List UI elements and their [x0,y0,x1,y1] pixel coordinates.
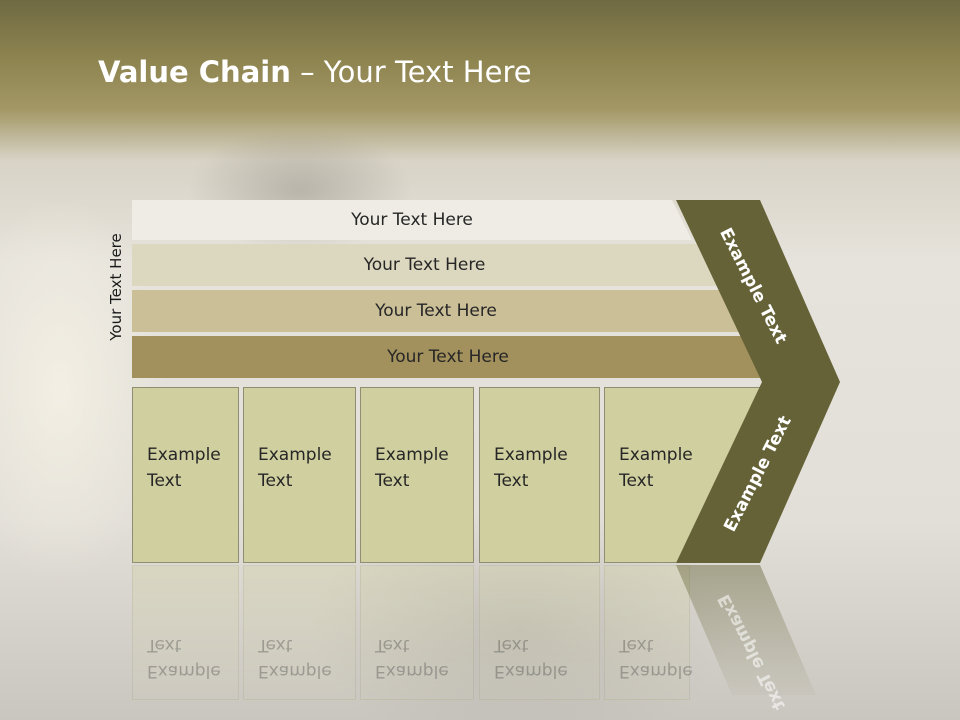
box-4-reflection-line1: Example [494,661,568,681]
box-3-reflection: Text Example [360,565,474,700]
box-3-reflection-line2: Text [375,635,410,655]
box-1-line2: Text [147,471,182,491]
box-3-reflection-line1: Example [375,661,449,681]
box-3: Example Text [360,387,474,563]
box-2-line1: Example [258,445,332,465]
box-2-line2: Text [258,471,293,491]
box-5-line1: Example [619,445,693,465]
band-2: Your Text Here [132,244,717,286]
slide-title: Value Chain – Your Text Here [98,55,532,89]
box-5-reflection-line1: Example [619,661,693,681]
box-2-reflection: Text Example [243,565,356,700]
box-4-reflection-line2: Text [494,635,529,655]
box-4-reflection: Text Example [479,565,600,700]
title-bold: Value Chain [98,55,291,89]
box-1-reflection-line1: Example [147,661,221,681]
reflection: Text Example Text Example Text Example T… [0,565,960,720]
box-3-line2: Text [375,471,410,491]
box-4-line1: Example [494,445,568,465]
box-2-reflection-line1: Example [258,661,332,681]
box-4: Example Text [479,387,600,563]
box-4-line2: Text [494,471,529,491]
box-5-reflection-line2: Text [619,635,654,655]
box-2: Example Text [243,387,356,563]
box-1-line1: Example [147,445,221,465]
box-1-reflection: Text Example [132,565,239,700]
side-label: Your Text Here [107,233,125,341]
box-3-line1: Example [375,445,449,465]
box-5-line2: Text [619,471,654,491]
box-5-reflection: Text Example [604,565,693,700]
band-4: Your Text Here [132,336,764,378]
box-1-reflection-line2: Text [147,635,182,655]
band-1: Your Text Here [132,200,692,240]
box-1: Example Text [132,387,239,563]
band-3: Your Text Here [132,290,740,332]
title-rest: – Your Text Here [290,55,532,89]
box-2-reflection-line2: Text [258,635,293,655]
